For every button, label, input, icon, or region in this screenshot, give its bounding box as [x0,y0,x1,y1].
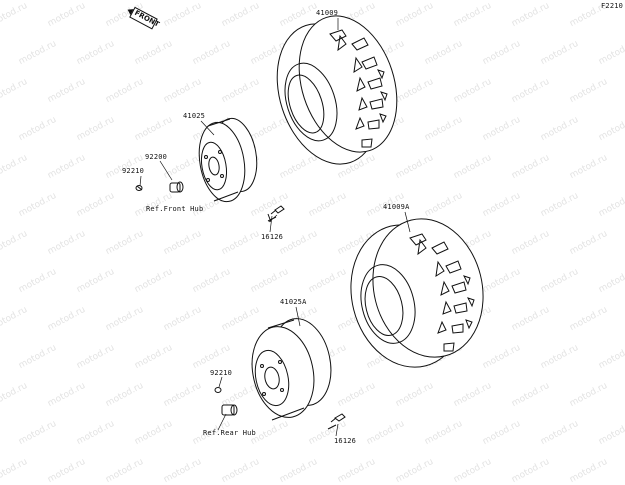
label-valve-rear: 16126 [334,437,357,445]
rear-tire-drawing [350,218,484,368]
label-valve-front: 16126 [261,233,284,241]
label-nut-front: 92210 [122,167,145,175]
label-wheel-rear: 41025A [280,298,307,306]
label-tire-front: 41009 [316,9,339,17]
label-tire-rear: 41009A [383,203,410,211]
label-ref-rear-hub: Ref.Rear Hub [203,429,256,437]
front-tire-drawing [276,15,398,165]
label-wheel-front: 41025 [183,112,206,120]
rear-wheel-drawing [251,318,332,421]
front-hub-parts [135,181,285,223]
label-collar-front: 92200 [145,153,168,161]
diagram-code: F2210 [601,2,624,10]
front-wheel-drawing [198,117,258,203]
exploded-view-drawing [135,15,484,437]
label-nut-rear: 92210 [210,369,233,377]
label-ref-front-hub: Ref.Front Hub [146,205,204,213]
rear-hub-parts [214,387,346,430]
